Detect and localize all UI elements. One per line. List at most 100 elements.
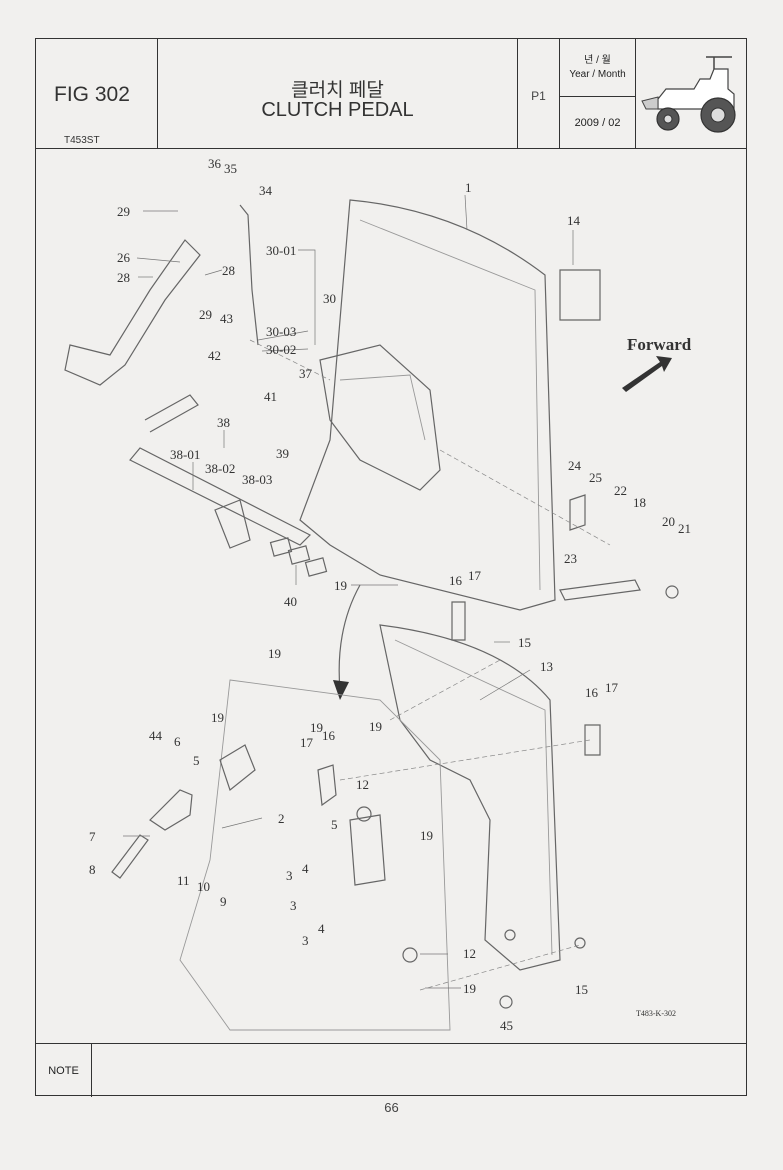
date-label-english: Year / Month: [569, 69, 626, 80]
callout-8: 8: [89, 862, 96, 877]
forward-label: Forward: [627, 335, 692, 354]
date-cell: 년 / 월 Year / Month 2009 / 02: [560, 39, 636, 148]
callout-24: 24: [568, 458, 582, 473]
callout-3: 3: [290, 898, 297, 913]
callout-19: 19: [369, 719, 382, 734]
callout-19: 19: [268, 646, 281, 661]
callout-42: 42: [208, 348, 221, 363]
callout-25: 25: [589, 470, 602, 485]
callout-13: 13: [540, 659, 553, 674]
callout-29: 29: [117, 204, 130, 219]
model-code: T453ST: [64, 135, 100, 146]
callout-30-02: 30-02: [266, 342, 296, 357]
callout-22: 22: [614, 483, 627, 498]
callout-44: 44: [149, 728, 163, 743]
callout-19: 19: [334, 578, 347, 593]
callout-19: 19: [310, 720, 323, 735]
callout-labels: 1 2 3 3 3 4 4 5 5 6 7 8 9 10 11 12 12 13…: [89, 156, 691, 1033]
date-label-box: 년 / 월 Year / Month: [560, 39, 635, 97]
callout-17: 17: [300, 735, 314, 750]
date-label-korean: 년 / 월: [584, 55, 611, 66]
callout-36: 36: [208, 156, 222, 171]
lower-plate: [379, 624, 561, 971]
pad-14: [559, 269, 601, 321]
callout-23: 23: [564, 551, 577, 566]
callout-38-01: 38-01: [170, 447, 200, 462]
callout-12: 12: [463, 946, 476, 961]
logo-cell: [636, 39, 746, 148]
callout-16: 16: [449, 573, 463, 588]
callout-30: 30: [323, 291, 336, 306]
callout-6: 6: [174, 734, 181, 749]
callout-19: 19: [211, 710, 224, 725]
callout-17: 17: [605, 680, 619, 695]
callout-30-03: 30-03: [266, 324, 296, 339]
callout-28: 28: [117, 270, 130, 285]
lever-6: [149, 789, 193, 831]
pedal-shaft: [129, 447, 312, 546]
pedal-rod: [239, 204, 259, 346]
callout-41: 41: [264, 389, 277, 404]
callout-12: 12: [356, 777, 369, 792]
callout-1: 1: [465, 180, 472, 195]
callout-4: 4: [302, 861, 309, 876]
callout-40: 40: [284, 594, 297, 609]
callout-26: 26: [117, 250, 131, 265]
callout-5: 5: [193, 753, 200, 768]
callout-14: 14: [567, 213, 581, 228]
callout-11: 11: [177, 873, 190, 888]
forward-arrow-icon: [622, 356, 672, 392]
knob-8: [111, 834, 149, 879]
callout-10: 10: [197, 879, 210, 894]
title-block: FIG 302 T453ST 클러치 페달 CLUTCH PEDAL P1 년 …: [36, 39, 746, 149]
page-number: 66: [384, 1100, 399, 1115]
title-cell: 클러치 페달 CLUTCH PEDAL: [158, 39, 518, 148]
callout-5: 5: [331, 817, 338, 832]
note-label: NOTE: [36, 1044, 92, 1097]
callout-16: 16: [585, 685, 599, 700]
callout-4: 4: [318, 921, 325, 936]
callout-29: 29: [199, 307, 212, 322]
drawing-code: T483-K-302: [636, 1009, 676, 1018]
callout-16: 16: [322, 728, 336, 743]
callout-34: 34: [259, 183, 273, 198]
callout-15: 15: [575, 982, 588, 997]
page-code-cell: P1: [518, 39, 560, 148]
callout-28: 28: [222, 263, 235, 278]
callout-15: 15: [518, 635, 531, 650]
pedal-bracket: [319, 344, 441, 491]
note-row: NOTE: [36, 1043, 746, 1097]
callout-38-02: 38-02: [205, 461, 235, 476]
page-code: P1: [531, 89, 546, 103]
date-value: 2009 / 02: [574, 117, 621, 129]
callout-7: 7: [89, 829, 96, 844]
callout-45: 45: [500, 1018, 513, 1033]
callout-3: 3: [302, 933, 309, 948]
tractor-icon: [641, 56, 736, 133]
figure-number: FIG 302: [54, 83, 130, 106]
callout-18: 18: [633, 495, 646, 510]
figure-cell: FIG 302 T453ST: [36, 39, 158, 148]
callout-35: 35: [224, 161, 237, 176]
callout-38: 38: [217, 415, 230, 430]
callout-37: 37: [299, 366, 313, 381]
callout-19: 19: [420, 828, 433, 843]
callout-2: 2: [278, 811, 285, 826]
title-english: CLUTCH PEDAL: [261, 99, 414, 121]
upper-plate: [299, 199, 556, 611]
callout-19: 19: [463, 981, 476, 996]
callout-43: 43: [220, 311, 233, 326]
callout-17: 17: [468, 568, 482, 583]
callout-3: 3: [286, 868, 293, 883]
lower-frame: [179, 679, 451, 1031]
title-korean: 클러치 페달: [291, 80, 384, 101]
callout-20: 20: [662, 514, 675, 529]
callout-38-03: 38-03: [242, 472, 272, 487]
callout-39: 39: [276, 446, 289, 461]
clutch-pedal-arm: [64, 239, 201, 386]
parts-sheet-frame: FIG 302 T453ST 클러치 페달 CLUTCH PEDAL P1 년 …: [35, 38, 747, 1097]
callout-9: 9: [220, 894, 227, 909]
callout-30-01: 30-01: [266, 243, 296, 258]
callout-21: 21: [678, 521, 691, 536]
